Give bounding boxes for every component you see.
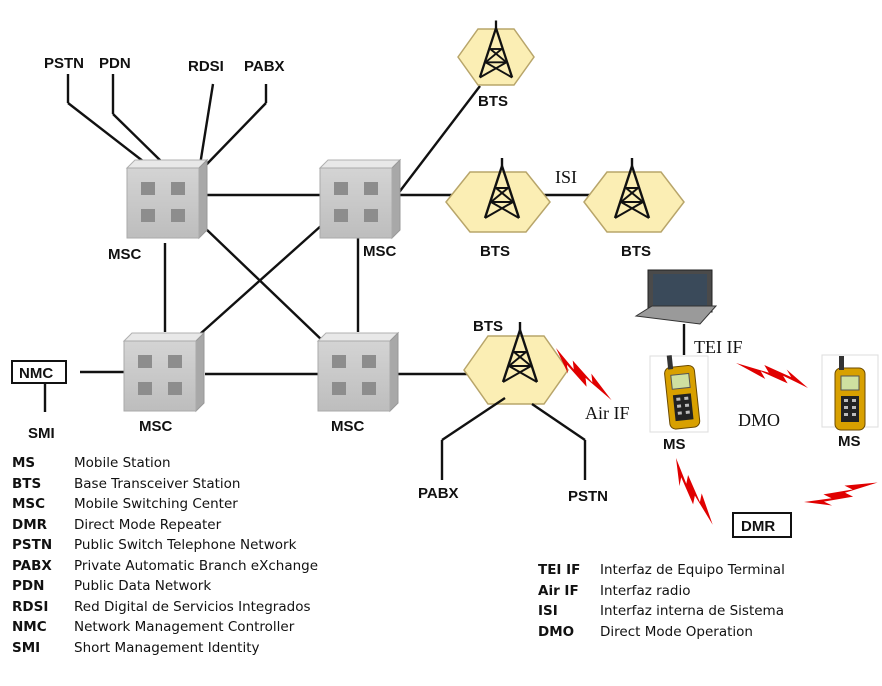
legend-abbr: MS (12, 455, 36, 472)
legend-abbr: DMR (12, 516, 48, 533)
label-bts-mid-2: BTS (621, 243, 651, 260)
legend-abbr: PDN (12, 578, 45, 595)
label-msc-bottom-left: MSC (139, 418, 173, 435)
legend-right: TEI IF Interfaz de Equipo Terminal Air IF… (538, 560, 785, 642)
legend-abbr: DMO (538, 623, 575, 640)
dmr-box (732, 512, 792, 538)
label-bottom-pstn: PSTN (568, 488, 608, 505)
legend-text: Public Switch Telephone Network (74, 537, 297, 554)
legend-abbr: PSTN (12, 537, 53, 554)
legend-row: DMO Direct Mode Operation (538, 622, 785, 643)
msc-top-left (126, 159, 208, 239)
label-bottom-pabx: PABX (418, 485, 459, 502)
label-isi: ISI (555, 167, 577, 187)
legend-text: Interfaz interna de Sistema (600, 603, 784, 620)
legend-abbr: BTS (12, 475, 42, 492)
legend-abbr: SMI (12, 639, 41, 656)
bts-mid-1 (445, 156, 551, 233)
label-msc-bottom-right: MSC (331, 418, 365, 435)
nmc-box (11, 360, 67, 384)
legend-text: Mobile Switching Center (74, 496, 238, 513)
label-ms-right: MS (838, 433, 861, 450)
dmr-bolt-left-icon (657, 458, 732, 525)
legend-row: NMC Network Management Controller (12, 617, 318, 638)
bts-mid-2 (583, 156, 685, 233)
bts-top (457, 19, 535, 86)
msc-top-right (319, 159, 401, 239)
ms-left-icon (649, 352, 709, 433)
ms-right-icon (821, 354, 879, 431)
label-bts-mid-1: BTS (480, 243, 510, 260)
msc-bottom-left (123, 332, 205, 412)
label-pabx: PABX (244, 58, 285, 75)
legend-row: RDSI Red Digital de Servicios Integrados (12, 597, 318, 618)
legend-text: Network Management Controller (74, 619, 295, 636)
legend-text: Red Digital de Servicios Integrados (74, 598, 311, 615)
legend-abbr: NMC (12, 619, 47, 636)
bts-bottom-links (440, 397, 587, 480)
legend-abbr: TEI IF (538, 562, 581, 579)
label-smi: SMI (28, 425, 55, 442)
legend-row: MSC Mobile Switching Center (12, 494, 318, 515)
legend-left: MS Mobile Station BTS Base Transceiver Sta… (12, 453, 318, 658)
legend-row: PABX Private Automatic Branch eXchange (12, 556, 318, 577)
legend-row: ISI Interfaz interna de Sistema (538, 601, 785, 622)
top-links (66, 74, 268, 166)
legend-abbr: MSC (12, 496, 46, 513)
legend-text: Private Automatic Branch eXchange (74, 557, 319, 574)
legend-row: BTS Base Transceiver Station (12, 474, 318, 495)
label-ms-left: MS (663, 436, 686, 453)
legend-abbr: ISI (538, 603, 558, 620)
legend-abbr: RDSI (12, 598, 49, 615)
label-pdn: PDN (99, 55, 131, 72)
legend-row: PDN Public Data Network (12, 576, 318, 597)
label-nmc: NMC (19, 365, 53, 382)
legend-text: Mobile Station (74, 455, 171, 472)
legend-text: Base Transceiver Station (74, 475, 241, 492)
label-pstn: PSTN (44, 55, 84, 72)
bts-bottom (463, 320, 569, 405)
legend-text: Interfaz de Equipo Terminal (600, 562, 785, 579)
label-bts-top: BTS (478, 93, 508, 110)
dmr-bolt-right-icon (804, 458, 878, 526)
legend-row: PSTN Public Switch Telephone Network (12, 535, 318, 556)
legend-row: MS Mobile Station (12, 453, 318, 474)
label-bts-bottom: BTS (473, 318, 503, 335)
legend-abbr: Air IF (538, 582, 579, 599)
label-dmr: DMR (741, 518, 775, 535)
label-rdsi: RDSI (188, 58, 224, 75)
legend-abbr: PABX (12, 557, 52, 574)
legend-row: TEI IF Interfaz de Equipo Terminal (538, 560, 785, 581)
legend-text: Public Data Network (74, 578, 212, 595)
laptop-icon (634, 269, 718, 355)
msc-bottom-right (317, 332, 399, 412)
legend-row: DMR Direct Mode Repeater (12, 515, 318, 536)
legend-text: Short Management Identity (74, 639, 260, 656)
dmo-bolt-icon (736, 358, 808, 393)
label-tei-if: TEI IF (694, 337, 743, 357)
label-msc-top-right: MSC (363, 243, 397, 260)
legend-text: Interfaz radio (600, 582, 691, 599)
legend-row: Air IF Interfaz radio (538, 581, 785, 602)
label-dmo: DMO (738, 410, 780, 430)
legend-row: SMI Short Management Identity (12, 638, 318, 659)
label-air-if: Air IF (585, 403, 630, 423)
legend-text: Direct Mode Operation (600, 623, 753, 640)
label-msc-top-left: MSC (108, 246, 142, 263)
legend-text: Direct Mode Repeater (74, 516, 222, 533)
